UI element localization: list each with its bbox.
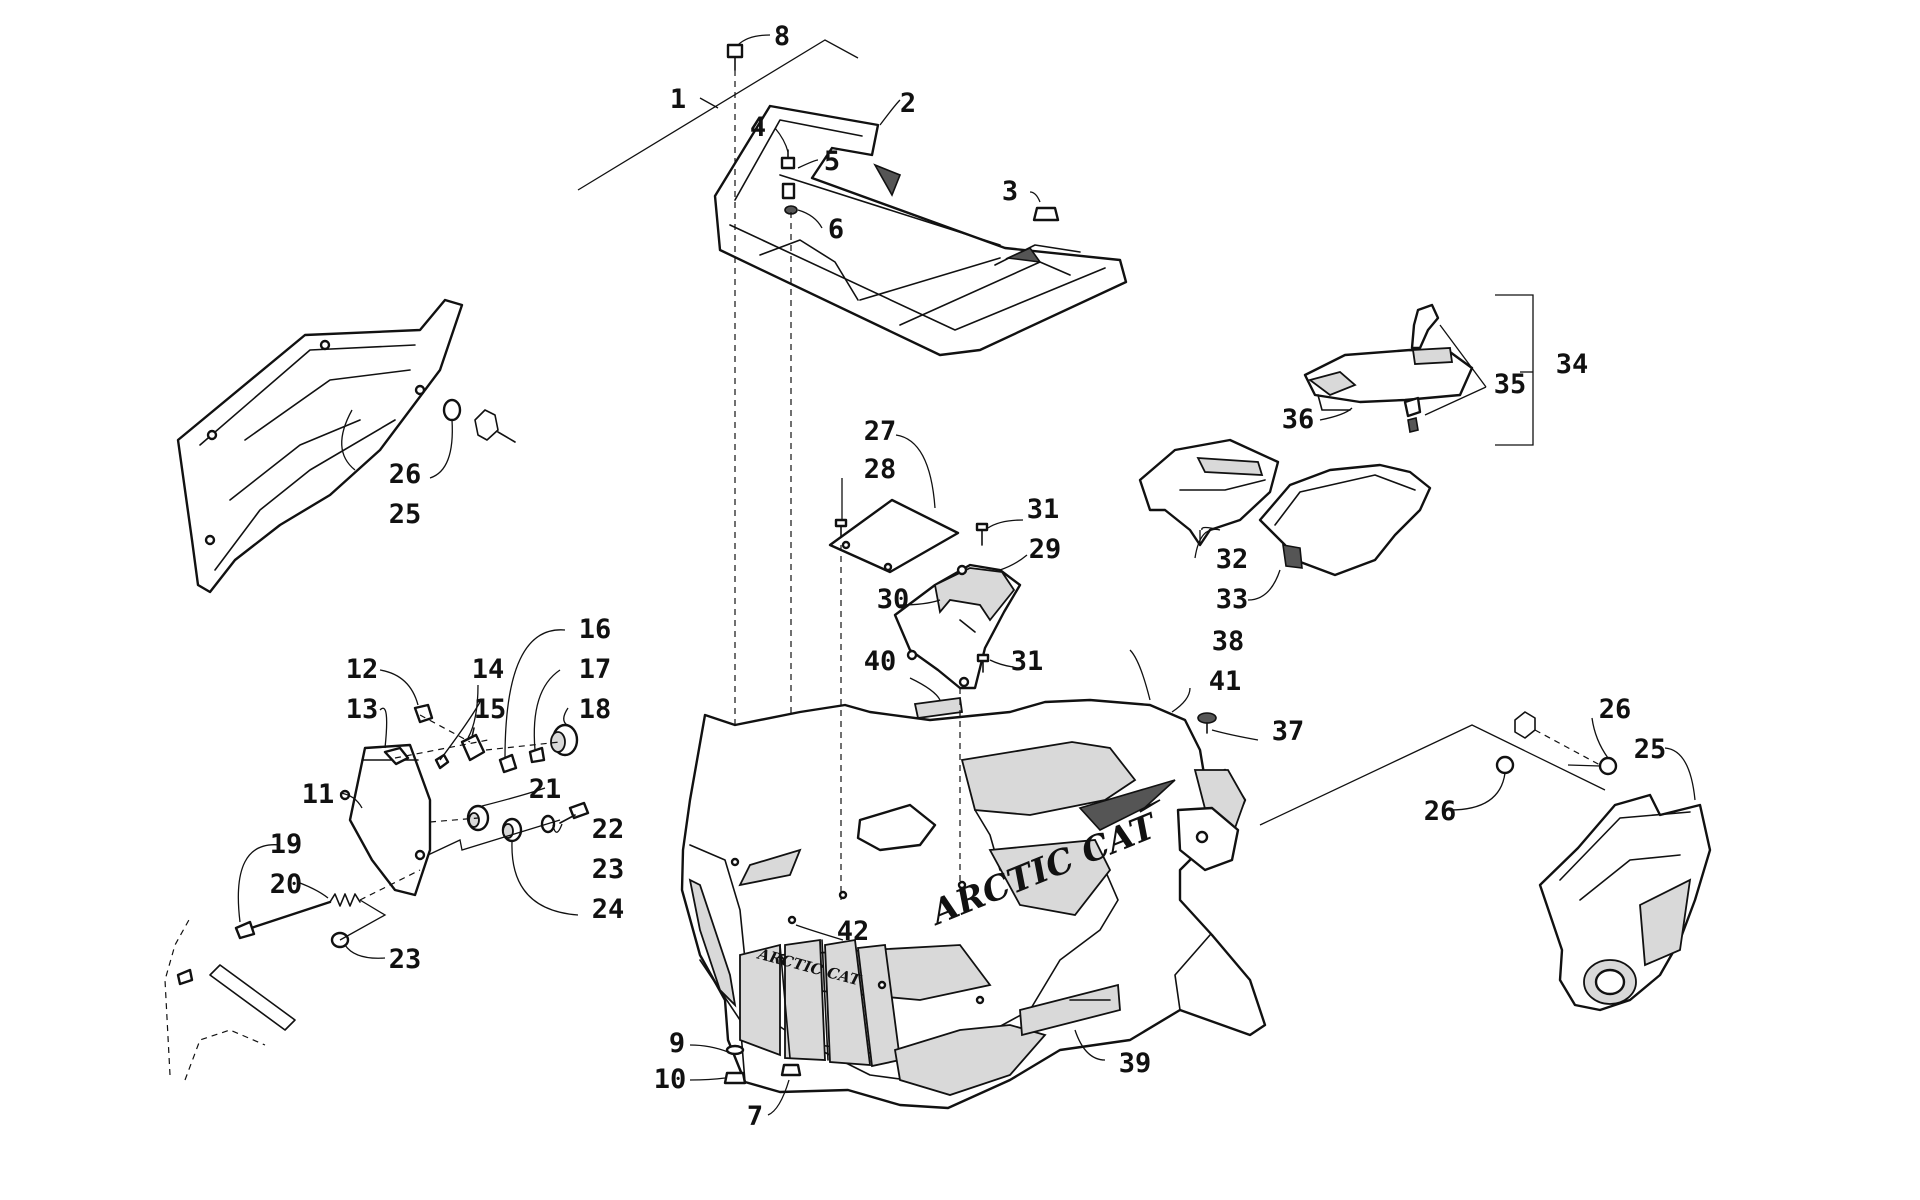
fender-holes — [730, 857, 985, 1005]
callout-15: 15 — [474, 694, 507, 725]
headlight-opening-left — [688, 878, 737, 1008]
side-panel-left — [176, 298, 464, 594]
washer-9 — [725, 1044, 745, 1056]
callout-28: 28 — [864, 454, 897, 485]
bulb-16 — [498, 753, 518, 774]
leader-lines — [237, 34, 1696, 1116]
screw-31-upper — [975, 522, 989, 546]
callout-14: 14 — [472, 654, 505, 685]
callout-18: 18 — [579, 694, 612, 725]
callout-35: 35 — [1494, 369, 1527, 400]
callout-26-right-lower: 26 — [1424, 796, 1457, 827]
clip-17 — [528, 746, 546, 764]
callout-37: 37 — [1272, 716, 1305, 747]
rack — [713, 104, 1128, 357]
screw-31-lower — [976, 653, 990, 673]
callout-38: 38 — [1212, 626, 1245, 657]
callout-19: 19 — [270, 829, 303, 860]
grille — [739, 938, 901, 1068]
headlight-opening-right — [893, 1024, 1047, 1096]
nut-7 — [780, 1063, 802, 1077]
bracket-34 — [1495, 294, 1534, 446]
screw-28 — [834, 518, 848, 538]
bulb-12 — [413, 703, 434, 724]
headlight-housing-11 — [339, 743, 432, 897]
adjuster-screw-19 — [234, 900, 332, 940]
right-panel-lines — [1259, 724, 1606, 826]
storage-tray-32 — [1138, 438, 1280, 547]
callout-23-lower: 23 — [389, 944, 422, 975]
callout-41: 41 — [1209, 666, 1242, 697]
nut-3 — [1032, 206, 1060, 222]
callout-7: 7 — [747, 1101, 763, 1132]
callout-22: 22 — [592, 814, 625, 845]
callout-16: 16 — [579, 614, 612, 645]
decal-40 — [913, 696, 964, 720]
cover-hardware-lines — [840, 545, 961, 900]
callout-3: 3 — [1002, 176, 1018, 207]
storage-box-33 — [1258, 463, 1432, 577]
callout-33: 33 — [1216, 584, 1249, 615]
callout-30: 30 — [877, 584, 910, 615]
callout-1: 1 — [670, 84, 686, 115]
latch-35-upper — [1410, 303, 1440, 350]
callout-40: 40 — [864, 646, 897, 677]
spacer-5 — [781, 182, 796, 200]
latch-35-lower — [1403, 396, 1422, 433]
grommet-26-right-lower — [1495, 755, 1515, 775]
cover-plate-27 — [828, 498, 960, 574]
callout-29: 29 — [1029, 534, 1062, 565]
callout-39: 39 — [1119, 1048, 1152, 1079]
callout-17: 17 — [579, 654, 612, 685]
callout-4: 4 — [750, 112, 766, 143]
callout-13: 13 — [346, 694, 379, 725]
callout-27: 27 — [864, 416, 897, 447]
callout-36: 36 — [1282, 404, 1315, 435]
callout-26-right-upper: 26 — [1599, 694, 1632, 725]
callout-25-left: 25 — [389, 499, 422, 530]
grommet-24 — [501, 817, 523, 843]
assembly-bracket-1 — [577, 39, 859, 191]
bumper-partial — [164, 917, 296, 1081]
callout-5: 5 — [824, 146, 840, 177]
callout-34: 34 — [1556, 349, 1589, 380]
callout-2: 2 — [900, 88, 916, 119]
callout-8: 8 — [774, 21, 790, 52]
callout-20: 20 — [270, 869, 303, 900]
callout-42: 42 — [837, 916, 870, 947]
callout-26-left: 26 — [389, 459, 422, 490]
bulb-socket-13 — [383, 746, 410, 766]
callout-31-upper: 31 — [1027, 494, 1060, 525]
callout-numbers: 1 2 3 4 5 6 7 8 9 10 11 12 13 14 15 16 1… — [270, 21, 1667, 1132]
bulb-14 — [434, 753, 450, 770]
bolt-4 — [780, 149, 796, 170]
callout-25-right: 25 — [1634, 734, 1667, 765]
spring-20 — [329, 893, 361, 907]
callout-21: 21 — [529, 774, 562, 805]
nut-10 — [723, 1071, 747, 1085]
callout-11: 11 — [302, 779, 335, 810]
grommet-26-left — [442, 398, 516, 443]
screw-22 — [559, 801, 590, 824]
callout-23-upper: 23 — [592, 854, 625, 885]
callout-24: 24 — [592, 894, 625, 925]
storage-cover-34 — [1303, 347, 1474, 411]
callout-9: 9 — [669, 1028, 685, 1059]
decal-39 — [1019, 983, 1121, 1037]
adjuster-18 — [550, 723, 579, 757]
callout-6: 6 — [828, 214, 844, 245]
headlight-hardware-lines — [339, 714, 561, 941]
bolt-8 — [726, 43, 744, 71]
side-panel-right — [1538, 793, 1712, 1012]
socket-15 — [460, 727, 486, 762]
callout-32: 32 — [1216, 544, 1249, 575]
callout-31-lower: 31 — [1011, 646, 1044, 677]
callout-10: 10 — [654, 1064, 687, 1095]
push-rivet-37 — [1197, 712, 1217, 734]
cover-29 — [893, 563, 1022, 690]
callout-12: 12 — [346, 654, 379, 685]
